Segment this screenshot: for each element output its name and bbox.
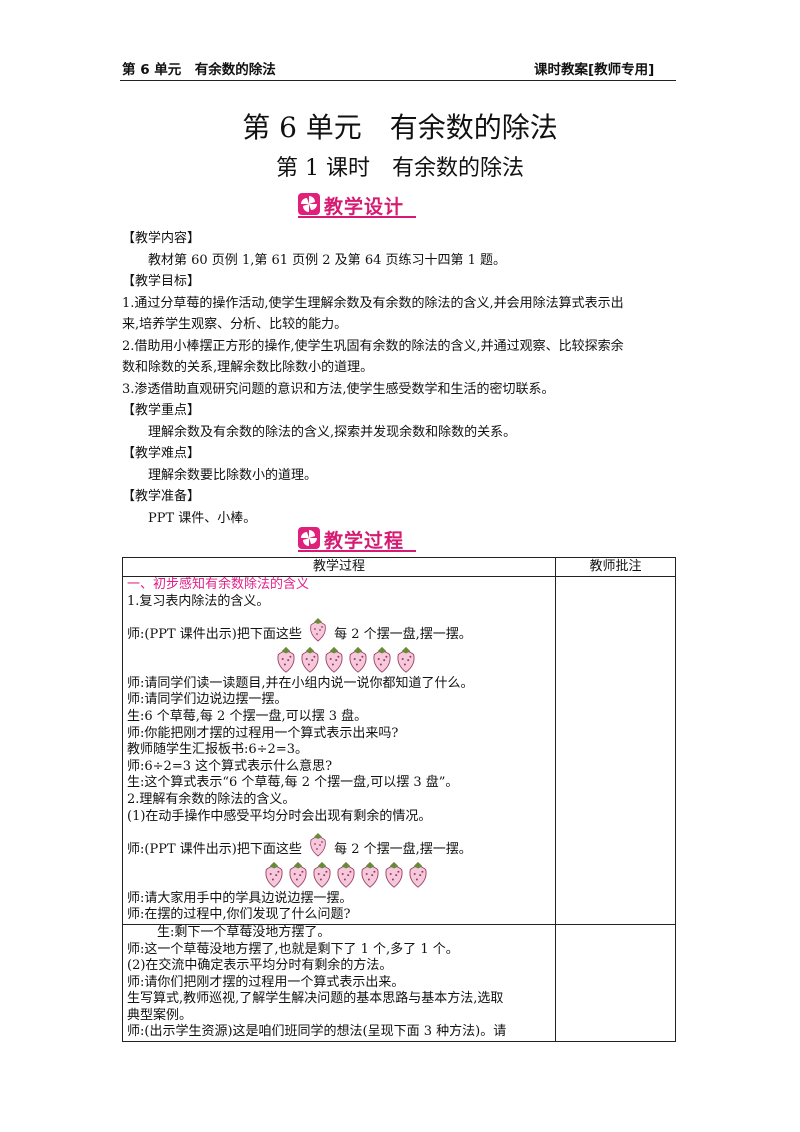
goal-3: 3.渗透借助直观研究问题的意识和方法,使学生感受数学和生活的密切联系。 (122, 381, 555, 397)
goal-1b: 来,培养学生观察、分析、比较的能力。 (122, 317, 348, 332)
step-line: 师:(PPT 课件出示)把下面这些 每 2 个摆一盘,摆一摆。 (127, 616, 551, 644)
goal-2b: 数和除数的关系,理解余数比除数小的道理。 (122, 360, 374, 375)
goal-1a: 1.通过分草莓的操作活动,使学生理解余数及有余数的除法的含义,并会用除法算式表示… (122, 295, 624, 311)
step-line: 生:6 个草莓,每 2 个摆一盘,可以摆 3 盘。 (127, 708, 368, 724)
notes-cell-1 (555, 576, 676, 925)
process-banner: 教学过程 (298, 526, 416, 552)
design-section: 【教学内容】 教材第 60 页例 1,第 61 页例 2 及第 64 页练习十四… (122, 228, 682, 529)
strawberry-icon (395, 644, 417, 674)
strawberry-icon (310, 618, 326, 642)
step-line: 典型案例。 (127, 1007, 193, 1023)
table-row: 生:剩下一个草莓没地方摆了。 师:这一个草莓没地方摆了,也就是剩下了 1 个,多… (122, 923, 676, 1043)
key-text: 理解余数及有余数的除法的含义,探索并发现余数和除数的关系。 (148, 424, 517, 440)
strawberry-icon (263, 859, 285, 889)
col-notes-header: 教师批注 (555, 557, 676, 577)
key-label: 【教学重点】 (122, 403, 201, 418)
strawberry-icon (275, 644, 297, 674)
strawberry-row-6 (127, 644, 551, 676)
process-cell-2: 生:剩下一个草莓没地方摆了。 师:这一个草莓没地方摆了,也就是剩下了 1 个,多… (122, 923, 556, 1043)
design-banner-label: 教学设计 (324, 196, 405, 218)
step-line: 教师随学生汇报板书:6÷2=3。 (127, 742, 308, 758)
table-row: 一、初步感知有余数除法的含义 1.复习表内除法的含义。 师:(PPT 课件出示)… (122, 576, 676, 925)
pinwheel-icon (298, 527, 320, 549)
step-line: 师:请同学们边说边摆一摆。 (127, 692, 288, 708)
strawberry-icon (371, 644, 393, 674)
step-line: 生:剩下一个草莓没地方摆了。 (157, 924, 331, 940)
step-line: 2.理解有余数的除法的含义。 (127, 791, 296, 807)
prep-label: 【教学准备】 (122, 489, 201, 504)
step-line: 师:(PPT 课件出示)把下面这些 每 2 个摆一盘,摆一摆。 (127, 831, 551, 859)
step-line: 师:请同学们读一读题目,并在小组内说一说你都知道了什么。 (127, 675, 474, 691)
strawberry-icon (407, 859, 429, 889)
content-label: 【教学内容】 (122, 231, 201, 246)
page-title: 第 6 单元 有余数的除法 (242, 111, 558, 144)
strawberry-icon (383, 859, 405, 889)
header-divider (120, 80, 676, 81)
strawberry-icon (287, 859, 309, 889)
running-header-left: 第 6 单元 有余数的除法 (122, 62, 276, 78)
step-line: 师:(出示学生资源)这是咱们班同学的想法(呈现下面 3 种方法)。请 (127, 1024, 507, 1040)
design-banner: 教学设计 (298, 192, 416, 218)
difficult-text: 理解余数要比除数小的道理。 (148, 467, 318, 483)
step-line: 师:请你们把刚才摆的过程用一个算式表示出来。 (127, 974, 405, 990)
strawberry-icon (299, 644, 321, 674)
prep-text: PPT 课件、小棒。 (148, 510, 257, 526)
step-line: (1)在动手操作中感受平均分时会出现有剩余的情况。 (127, 808, 432, 824)
pinwheel-icon (298, 193, 320, 215)
step-line: 师:请大家用手中的学具边说边摆一摆。 (127, 890, 353, 906)
step-line: 生:这个算式表示“6 个草莓,每 2 个摆一盘,可以摆 3 盘”。 (127, 775, 459, 791)
prompt-text: 师:(PPT 课件出示)把下面这些 (127, 842, 302, 858)
notes-cell-2 (555, 923, 676, 1043)
step-line: 师:你能把刚才摆的过程用一个算式表示出来吗? (127, 725, 399, 741)
goals-label: 【教学目标】 (122, 274, 201, 289)
strawberry-icon (323, 644, 345, 674)
process-banner-underline (298, 550, 416, 552)
section-heading: 一、初步感知有余数除法的含义 (127, 577, 310, 592)
strawberry-row-7 (127, 859, 551, 891)
process-cell-1: 一、初步感知有余数除法的含义 1.复习表内除法的含义。 师:(PPT 课件出示)… (122, 576, 556, 925)
prompt-text: 每 2 个摆一盘,摆一摆。 (334, 842, 472, 858)
step-line: (2)在交流中确定表示平均分时有剩余的方法。 (127, 958, 393, 974)
running-header-right: 课时教案[教师专用] (534, 62, 655, 78)
prompt-text: 每 2 个摆一盘,摆一摆。 (334, 627, 472, 643)
process-banner-label: 教学过程 (324, 530, 405, 552)
step-line: 1.复习表内除法的含义。 (127, 593, 270, 609)
lesson-subtitle: 第 1 课时 有余数的除法 (276, 156, 524, 181)
table-header-row: 教学过程 教师批注 (122, 557, 676, 577)
step-line: 生写算式,教师巡视,了解学生解决问题的基本思路与基本方法,选取 (127, 991, 504, 1007)
strawberry-icon (335, 859, 357, 889)
step-line: 师:这一个草莓没地方摆了,也就是剩下了 1 个,多了 1 个。 (127, 941, 459, 957)
strawberry-icon (347, 644, 369, 674)
step-line: 师:在摆的过程中,你们发现了什么问题? (127, 907, 351, 923)
goal-2a: 2.借助用小棒摆正方形的操作,使学生巩固有余数的除法的含义,并通过观察、比较探索… (122, 338, 624, 354)
process-table: 教学过程 教师批注 一、初步感知有余数除法的含义 1.复习表内除法的含义。 师:… (122, 557, 676, 1043)
prompt-text: 师:(PPT 课件出示)把下面这些 (127, 627, 302, 643)
difficult-label: 【教学难点】 (122, 446, 201, 461)
step-line: 师:6÷2=3 这个算式表示什么意思? (127, 758, 333, 774)
strawberry-icon (311, 859, 333, 889)
design-banner-underline (298, 216, 416, 218)
col-process-header: 教学过程 (122, 557, 556, 577)
content-text: 教材第 60 页例 1,第 61 页例 2 及第 64 页练习十四第 1 题。 (148, 252, 507, 268)
strawberry-icon (359, 859, 381, 889)
strawberry-icon (310, 833, 326, 857)
